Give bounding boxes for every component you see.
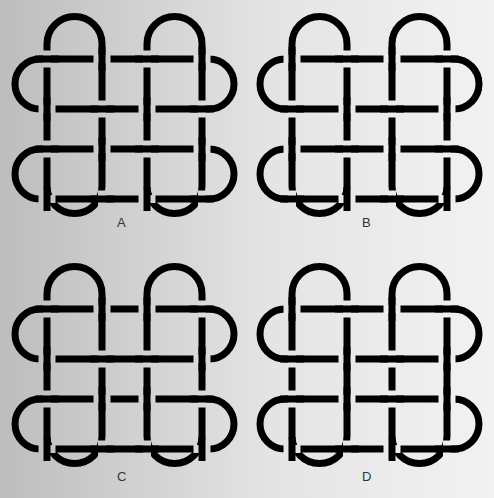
crossing-over: [190, 106, 214, 113]
crossing-over: [99, 387, 106, 411]
crossing-over: [280, 196, 304, 203]
crossing-over: [280, 106, 304, 113]
crossing-over: [280, 356, 304, 363]
crossing-over: [435, 306, 459, 313]
crossing-over: [190, 306, 214, 313]
crossing-over: [44, 347, 51, 371]
crossing-over: [444, 347, 451, 371]
crossing-over: [99, 47, 106, 71]
crossing-over: [44, 187, 51, 211]
crossing-over: [380, 356, 404, 363]
crossing-over: [199, 437, 206, 461]
knot-loop: [392, 266, 447, 463]
crossing-over: [144, 97, 151, 121]
crossing-over: [190, 196, 214, 203]
crossing-over: [199, 137, 206, 161]
crossing-over: [135, 56, 159, 63]
crossing-over: [444, 97, 451, 121]
crossing-over: [444, 387, 451, 411]
crossing-over: [35, 306, 59, 313]
crossing-over: [135, 146, 159, 153]
crossing-over: [289, 297, 296, 321]
crossing-over: [435, 446, 459, 453]
crossing-over: [135, 446, 159, 453]
crossing-over: [389, 437, 396, 461]
crossing-over: [335, 146, 359, 153]
crossing-over: [199, 47, 206, 71]
crossing-over: [344, 187, 351, 211]
crossing-over: [389, 137, 396, 161]
figure-label: D: [362, 470, 371, 483]
crossing-over: [44, 437, 51, 461]
crossing-over: [35, 396, 59, 403]
crossing-over: [280, 396, 304, 403]
crossing-over: [344, 347, 351, 371]
crossing-over: [389, 297, 396, 321]
crossing-over: [44, 97, 51, 121]
crossing-over: [344, 387, 351, 411]
knot-loop: [292, 16, 347, 213]
crossing-over: [435, 146, 459, 153]
crossing-over: [335, 306, 359, 313]
crossing-over: [144, 297, 151, 321]
crossing-over: [380, 196, 404, 203]
crossing-over: [435, 56, 459, 63]
figure-label: C: [117, 470, 126, 483]
crossing-over: [335, 446, 359, 453]
crossing-over: [380, 106, 404, 113]
crossing-over: [90, 106, 114, 113]
crossing-over: [35, 56, 59, 63]
crossing-over: [99, 137, 106, 161]
knot-loop: [47, 267, 102, 464]
crossing-over: [35, 146, 59, 153]
knot-loop: [147, 266, 202, 463]
crossing-over: [99, 297, 106, 321]
crossing-over: [90, 356, 114, 363]
figure-label: A: [117, 216, 126, 229]
knot-loop: [147, 16, 202, 213]
knot-loop: [47, 17, 102, 214]
crossing-over: [289, 137, 296, 161]
crossing-over: [90, 446, 114, 453]
crossing-over: [90, 196, 114, 203]
crossing-over: [444, 187, 451, 211]
crossing-over: [289, 47, 296, 71]
knot-loop: [292, 266, 347, 463]
figure-label: B: [362, 216, 371, 229]
crossing-over: [289, 437, 296, 461]
crossing-over: [380, 396, 404, 403]
crossing-over: [190, 396, 214, 403]
crossing-over: [135, 356, 159, 363]
crossing-over: [144, 387, 151, 411]
crossing-over: [344, 97, 351, 121]
crossing-over: [199, 347, 206, 371]
crossing-over: [335, 56, 359, 63]
crossing-over: [389, 47, 396, 71]
crossing-over: [144, 187, 151, 211]
knot-loop: [392, 16, 447, 213]
